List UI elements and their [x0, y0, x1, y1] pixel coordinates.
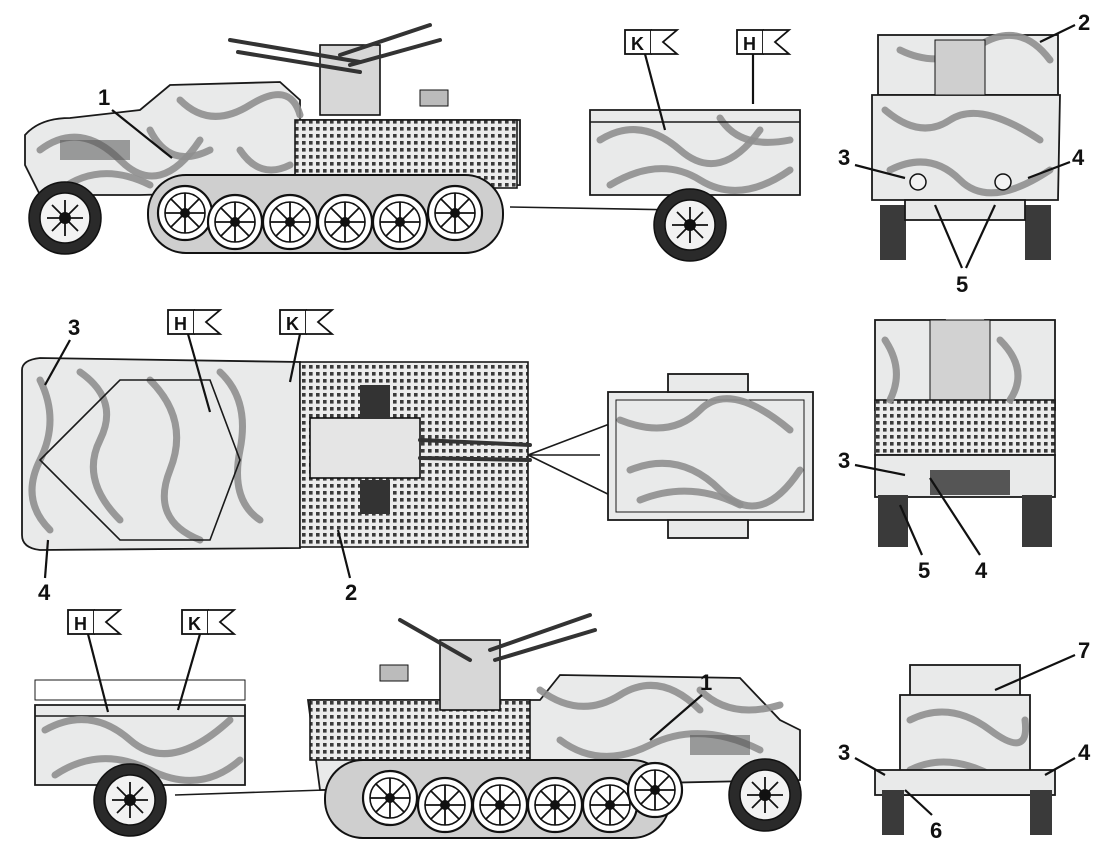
flag-k-plan: K [279, 309, 333, 383]
flak-gun-bottom [379, 613, 597, 711]
flag-h-plan: H [167, 309, 221, 413]
callout-4-rear: 4 [975, 558, 988, 583]
callout-6-trailer: 6 [930, 818, 942, 843]
flag-k-bottom-letter: K [188, 614, 201, 634]
flag-h-bottom: H [67, 609, 121, 713]
flag-k-bottom: K [176, 609, 235, 711]
callout-3-rear: 3 [838, 448, 850, 473]
callout-2-front: 2 [1078, 10, 1090, 35]
rear-view [874, 319, 1056, 547]
flak-gun-top [228, 23, 449, 116]
callout-7-trailer: 7 [1078, 638, 1090, 663]
flag-k-top: K [624, 29, 678, 131]
callout-1-top: 1 [98, 85, 110, 110]
side-view-left [34, 613, 802, 839]
flag-k-top-letter: K [631, 34, 644, 54]
callout-2-plan: 2 [345, 580, 357, 605]
callout-3-front: 3 [838, 145, 850, 170]
callout-4-trailer: 4 [1078, 740, 1091, 765]
callout-5-rear: 5 [918, 558, 930, 583]
callout-5-front: 5 [956, 272, 968, 297]
callout-4-front: 4 [1072, 145, 1085, 170]
callout-3-trailer: 3 [838, 740, 850, 765]
flag-h-bottom-letter: H [74, 614, 87, 634]
side-view-right [24, 23, 801, 262]
flag-h-plan-letter: H [174, 314, 187, 334]
trailer-rear-view [874, 664, 1056, 835]
flag-k-plan-letter: K [286, 314, 299, 334]
front-view [871, 31, 1061, 260]
flag-h-top-letter: H [743, 34, 756, 54]
callout-4-plan: 4 [38, 580, 51, 605]
callout-1-bottom: 1 [700, 670, 712, 695]
plan-view [21, 357, 814, 551]
callout-3-plan: 3 [68, 315, 80, 340]
flag-h-top: H [736, 29, 790, 104]
